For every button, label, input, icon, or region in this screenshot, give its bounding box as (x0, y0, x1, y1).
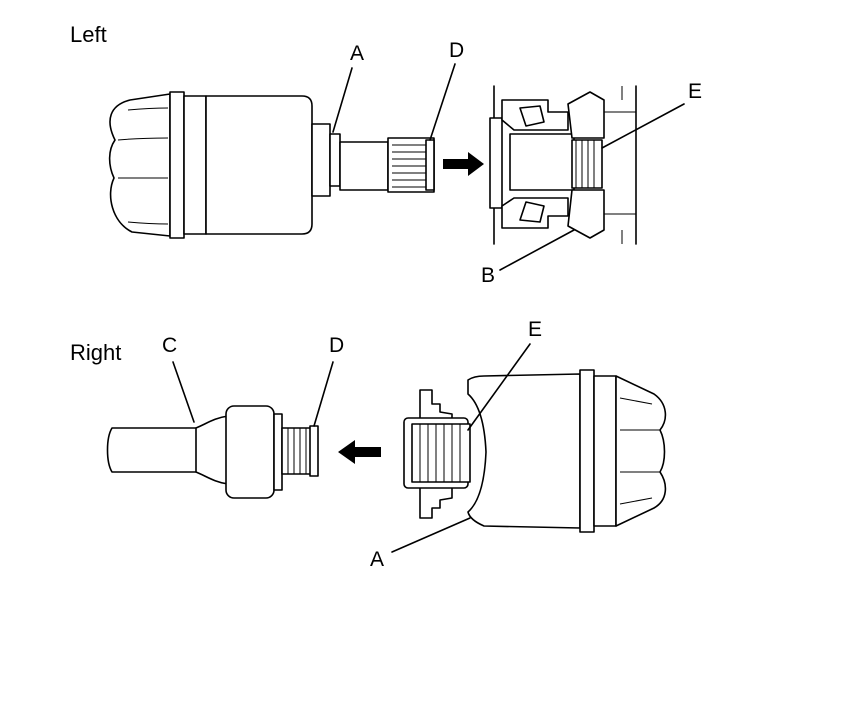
leader-right-a (391, 517, 471, 553)
leader-right-c (172, 361, 195, 423)
left-differential-section (489, 85, 637, 245)
callout-right-c: C (162, 334, 177, 357)
right-splines (281, 427, 313, 475)
callout-left-a: A (350, 42, 364, 65)
left-boot (108, 93, 171, 237)
callout-right-a: A (370, 548, 384, 571)
arrow-left-icon (338, 440, 381, 464)
arrow-right-icon (443, 152, 484, 176)
left-set-ring (329, 133, 341, 187)
left-side-gear-splines (571, 139, 603, 189)
right-boot (615, 375, 667, 527)
callout-right-d: D (329, 334, 344, 357)
callout-left-b: B (481, 264, 495, 287)
callout-right-e: E (528, 318, 542, 341)
right-boot-band (579, 369, 595, 533)
left-housing (205, 95, 313, 235)
leader-left-e (601, 103, 685, 149)
left-driveshaft (108, 91, 435, 239)
right-bearing (225, 405, 275, 499)
callout-left-d: D (449, 39, 464, 62)
leader-right-d (313, 361, 334, 427)
left-stop-ring (425, 139, 435, 191)
leader-left-d (429, 63, 456, 141)
section-title-right: Right (70, 340, 121, 365)
right-inner-joint (403, 369, 667, 533)
callout-left-e: E (688, 80, 702, 103)
right-stop-ring (309, 425, 319, 477)
leader-left-b (499, 229, 575, 271)
right-housing (467, 373, 581, 529)
left-boot-band (169, 91, 185, 239)
right-intermediate-shaft (106, 405, 319, 499)
leader-right-e (467, 343, 531, 431)
leader-left-a (332, 67, 353, 133)
section-title-left: Left (70, 22, 107, 47)
left-stub-shaft (339, 141, 389, 191)
